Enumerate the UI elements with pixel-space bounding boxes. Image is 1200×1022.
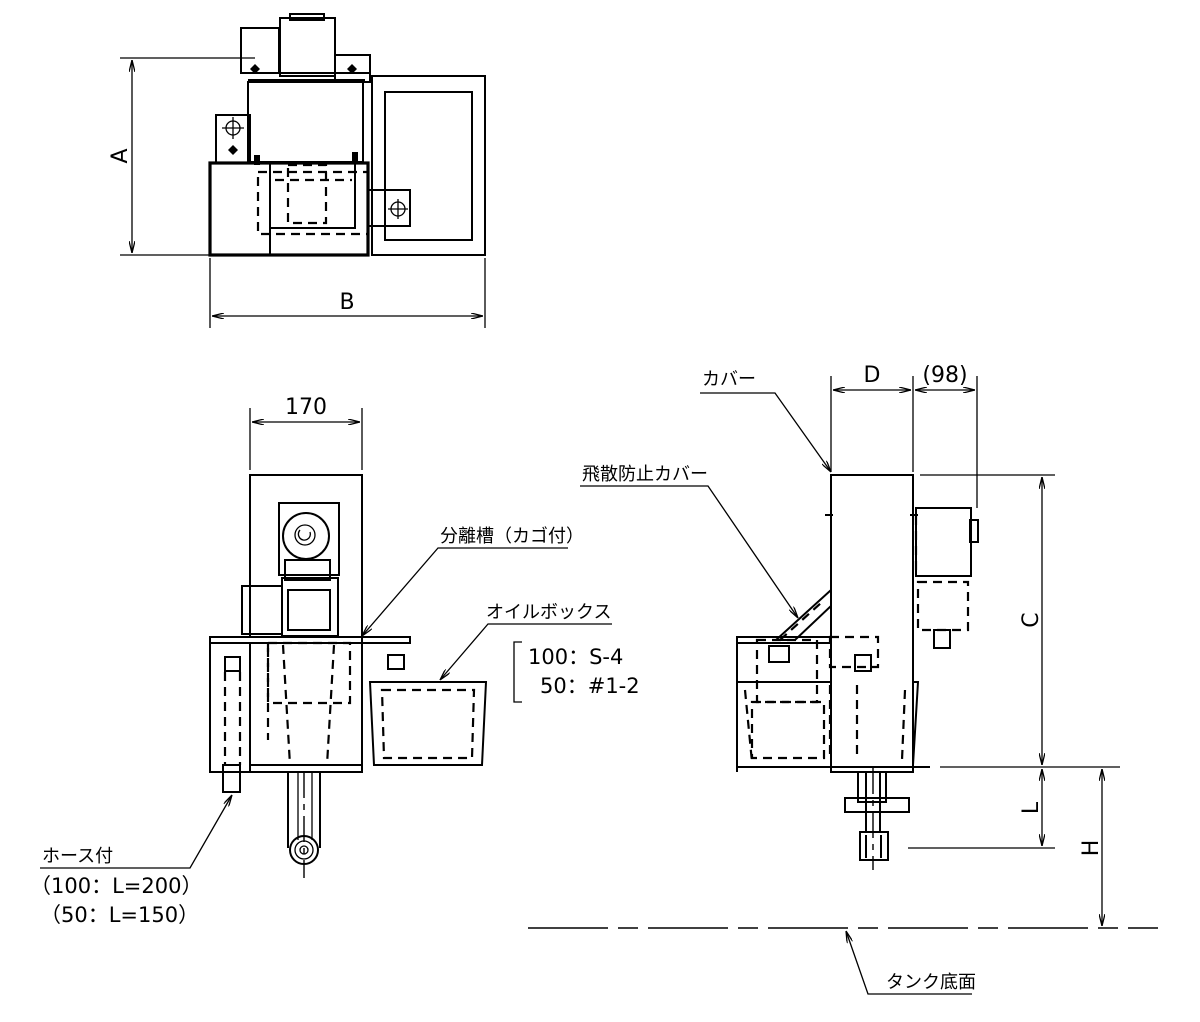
label-tank-bottom: タンク底面: [886, 972, 976, 993]
label-oil-box-spec-100: 100：S-4: [528, 645, 623, 669]
dim-A-label: A: [108, 148, 133, 163]
label-hose-spec-50: （50：L=150）: [40, 903, 199, 927]
top-view: A B: [108, 13, 486, 328]
front-view: 170 分離槽（カゴ付） オイルボックス 100：S-4 50：#1-2 ホース…: [30, 395, 640, 927]
label-separation-tank: 分離槽（カゴ付）: [440, 526, 584, 547]
dim-98-label: (98): [922, 363, 967, 388]
side-view: D (98) C L H カバー 飛散防止カバー タンク底面: [528, 363, 1158, 995]
dim-H-label: H: [1079, 840, 1104, 857]
label-oil-box-spec-50: 50：#1-2: [540, 674, 640, 698]
dim-L-label: L: [1019, 801, 1044, 814]
label-splash-guard-cover: 飛散防止カバー: [582, 464, 708, 485]
label-oil-box: オイルボックス: [486, 602, 611, 623]
dim-D-label: D: [864, 363, 881, 388]
dim-C-label: C: [1019, 612, 1044, 627]
label-cover: カバー: [702, 369, 756, 390]
label-hose-spec-100: （100：L=200）: [30, 874, 202, 898]
dim-B-label: B: [339, 290, 354, 315]
dim-170-label: 170: [285, 395, 327, 420]
label-hose: ホース付: [42, 846, 113, 867]
